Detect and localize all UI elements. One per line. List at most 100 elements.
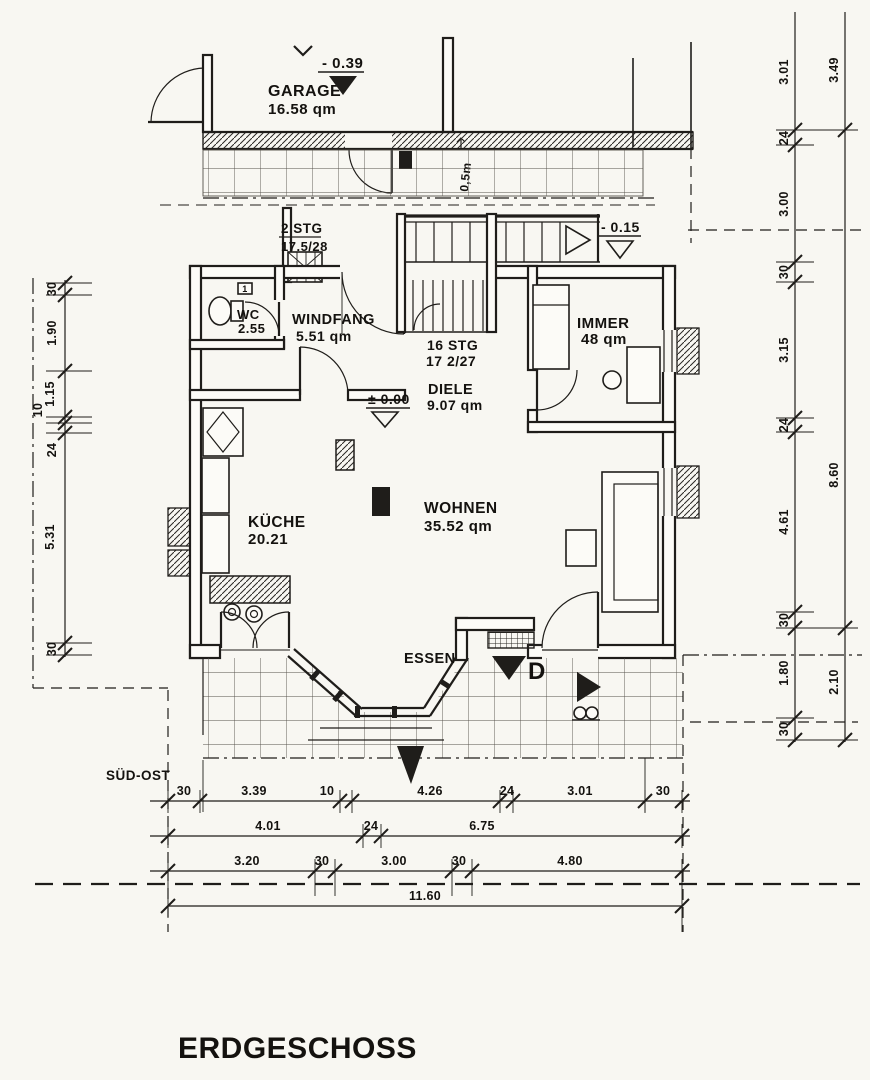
dim-chain-right-outer: 3.49 8.60 2.10 bbox=[827, 12, 853, 748]
dim-left-0: 30 bbox=[45, 282, 59, 297]
zimmer-bed bbox=[532, 284, 570, 370]
interior-stair-treads bbox=[412, 280, 484, 331]
interior-stair-label: 16 STG bbox=[427, 337, 478, 353]
dim-ri-7: 30 bbox=[777, 613, 791, 628]
dim-left-extensions bbox=[46, 282, 92, 656]
paving-strip bbox=[202, 149, 644, 197]
radiator-grid bbox=[487, 631, 535, 649]
dim-left-1: 1.90 bbox=[45, 320, 59, 346]
chimney-block-2 bbox=[372, 487, 390, 516]
stair-direction-arrow-icon bbox=[565, 224, 592, 256]
french-door-swing-right bbox=[252, 611, 290, 649]
bay-window bbox=[219, 611, 536, 741]
dim-ri-9: 30 bbox=[777, 722, 791, 737]
ground-level-triangle-icon bbox=[370, 411, 400, 429]
kitchen-room: KÜCHE 20.21 bbox=[201, 407, 390, 623]
zimmer-area: 48 qm bbox=[581, 331, 627, 348]
kitchen-door-swing bbox=[299, 346, 349, 396]
wc-door-swing bbox=[244, 301, 280, 337]
dim-ri-2: 3.00 bbox=[777, 191, 791, 217]
entry-level-text: - 0.15 bbox=[601, 219, 640, 235]
zimmer-door-swing bbox=[536, 369, 578, 411]
dim-b1-2: 10 bbox=[320, 784, 335, 798]
front-wall-band bbox=[160, 42, 694, 243]
terrace-door-swing bbox=[541, 591, 599, 649]
dim-left-3: 10 bbox=[31, 403, 45, 418]
zimmer-room: IMMER 48 qm bbox=[526, 264, 677, 434]
door-arrow-right-icon bbox=[577, 672, 601, 702]
dim-bottom-extensions bbox=[167, 758, 683, 932]
diele-label: DIELE bbox=[428, 382, 473, 398]
dim-b3-1: 30 bbox=[315, 854, 330, 868]
dim-chains-bottom: 30 3.39 10 4.26 24 3.01 30 4.01 24 6.75 … bbox=[150, 758, 690, 932]
dim-ro-1: 8.60 bbox=[827, 462, 841, 488]
essen-label: ESSEN bbox=[404, 651, 456, 667]
dim-ri-0: 3.01 bbox=[777, 59, 791, 85]
dim-chain-right-inner: 3.01 24 3.00 30 3.15 24 4.61 30 1.80 30 bbox=[776, 12, 858, 748]
kitchen-worktop bbox=[209, 575, 291, 604]
dim-b3-2: 3.00 bbox=[381, 854, 407, 868]
dim-b1-0: 30 bbox=[177, 784, 192, 798]
exterior-stair-ratio: 17.5/28 bbox=[281, 239, 328, 254]
wc-label: WC bbox=[237, 307, 260, 322]
dim-b1-4: 24 bbox=[500, 784, 515, 798]
terrace bbox=[202, 616, 683, 759]
dim-ri-4: 3.15 bbox=[777, 337, 791, 363]
property-lines: SÜD-OST bbox=[32, 229, 862, 932]
dim-ro-0: 3.49 bbox=[827, 57, 841, 83]
dim-b2-2: 6.75 bbox=[469, 819, 495, 833]
kitchen-counter-2 bbox=[201, 514, 230, 574]
drain-symbol-icon bbox=[585, 706, 599, 720]
french-door-swing-left bbox=[220, 611, 258, 649]
wohnen-area: 35.52 qm bbox=[424, 518, 492, 535]
dim-b2-0: 4.01 bbox=[255, 819, 281, 833]
dim-b1-5: 3.01 bbox=[567, 784, 593, 798]
dim-left-5: 5.31 bbox=[43, 524, 57, 550]
dim-left-2: 1.15 bbox=[43, 381, 57, 407]
dim-left-6: 30 bbox=[45, 642, 59, 657]
drain-symbol-icon bbox=[573, 706, 587, 720]
bay-mullion bbox=[438, 678, 452, 690]
wc-number-box bbox=[237, 282, 253, 295]
garage-chevron-mark bbox=[293, 45, 313, 57]
section-arrow-icon bbox=[397, 746, 424, 784]
zimmer-desk bbox=[626, 346, 661, 404]
ground-level-text: ± 0.00 bbox=[368, 391, 410, 407]
dim-ri-5: 24 bbox=[777, 418, 791, 433]
kueche-label: KÜCHE bbox=[248, 514, 306, 531]
garage-level-triangle-icon bbox=[329, 76, 357, 95]
dim-ro-2: 2.10 bbox=[827, 669, 841, 695]
garage-label: GARAGE bbox=[268, 83, 341, 100]
zimmer-chair bbox=[602, 370, 622, 390]
wc-area: 2.55 bbox=[238, 321, 265, 336]
sofa bbox=[601, 471, 659, 613]
orientation-label: SÜD-OST bbox=[106, 768, 171, 783]
garage-level-text: - 0.39 bbox=[322, 55, 363, 72]
wc-box-number: 1 bbox=[242, 284, 248, 294]
sink-diamond-icon bbox=[206, 411, 240, 453]
door-marker-letter: D bbox=[528, 658, 546, 685]
dim-b1-1: 3.39 bbox=[241, 784, 267, 798]
window-sill-left-2 bbox=[167, 549, 191, 577]
bay-mullion bbox=[332, 689, 344, 703]
window-sill-left-1 bbox=[167, 507, 191, 547]
dim-ri-8: 1.80 bbox=[777, 660, 791, 686]
windfang-area: 5.51 qm bbox=[296, 328, 352, 344]
bay-mullion bbox=[392, 706, 397, 718]
window-sill-right-1 bbox=[676, 327, 700, 375]
dim-b3-4: 4.80 bbox=[557, 854, 583, 868]
terrace-annotations: ESSEN D bbox=[397, 651, 601, 784]
exterior-stair-label: 2 STG bbox=[281, 221, 323, 236]
wc-room: 1 WC 2.55 bbox=[188, 264, 286, 351]
zimmer-label: IMMER bbox=[577, 315, 630, 332]
interior-stair-ratio: 17 2/27 bbox=[426, 353, 476, 369]
bay-mullion bbox=[309, 668, 321, 682]
dim-b1-6: 30 bbox=[656, 784, 671, 798]
hob-ring-2-icon bbox=[245, 605, 263, 623]
bay-mullion bbox=[355, 706, 360, 718]
understair-door-swing bbox=[413, 303, 441, 331]
toilet-tank bbox=[230, 300, 244, 322]
window-sill-right-2 bbox=[676, 465, 700, 519]
